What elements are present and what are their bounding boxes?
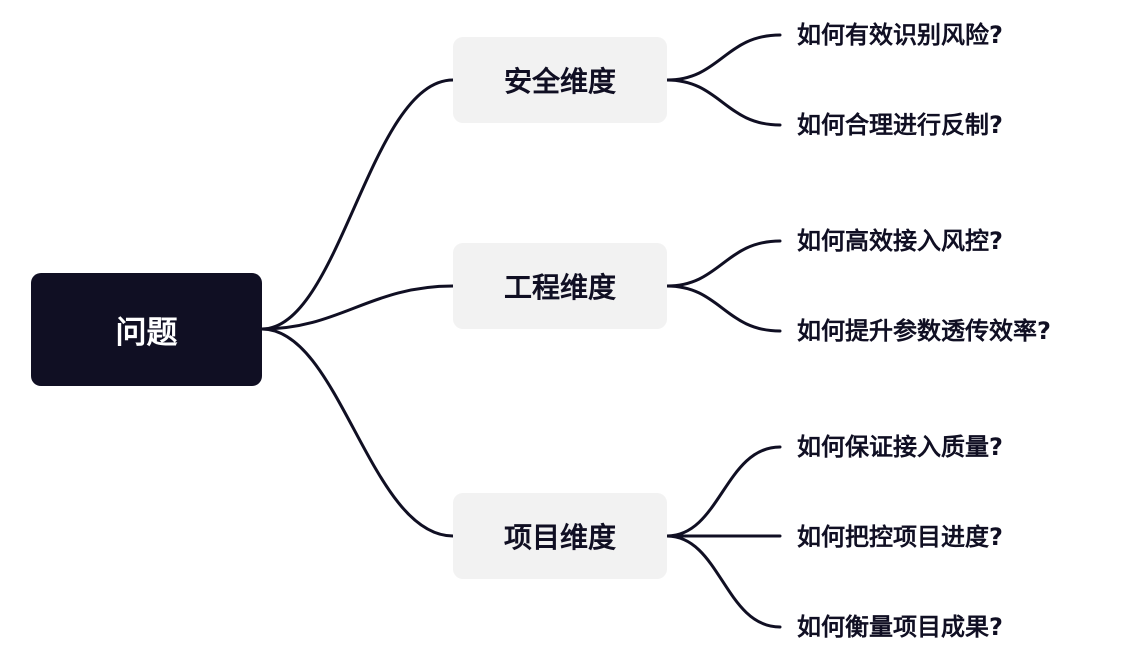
branch-node-label: 工程维度 [503,271,616,304]
branch-node-security[interactable]: 安全维度 [453,37,667,123]
connector-project-to-leaf-5 [665,445,782,538]
branch-node-engineering[interactable]: 工程维度 [453,243,667,329]
connector-security-to-leaf-2 [665,78,782,127]
leaf-node-project-outcome[interactable]: 如何衡量项目成果? [797,613,1003,641]
connector-root-to-engineering [260,284,455,331]
leaf-node-countermeasure[interactable]: 如何合理进行反制? [797,111,1003,139]
leaf-node-identify-risk[interactable]: 如何有效识别风险? [797,21,1003,49]
branch-node-project[interactable]: 项目维度 [453,493,667,579]
leaf-node-integration-quality[interactable]: 如何保证接入质量? [797,433,1003,461]
root-node[interactable]: 问题 [31,273,262,386]
connector-root-to-security [260,78,455,331]
branch-node-label: 项目维度 [503,521,616,554]
connector-security-to-leaf-1 [665,33,782,82]
connector-engineering-to-leaf-4 [665,284,782,333]
branch-node-label: 安全维度 [503,65,616,98]
connector-root-to-project [260,327,455,538]
leaf-node-project-progress[interactable]: 如何把控项目进度? [797,523,1003,551]
root-node-label: 问题 [115,315,178,351]
leaf-node-integrate-risk-control[interactable]: 如何高效接入风控? [797,227,1003,255]
connector-engineering-to-leaf-3 [665,239,782,288]
connector-project-to-leaf-7 [665,534,782,629]
leaf-node-param-passthrough[interactable]: 如何提升参数透传效率? [797,317,1051,345]
